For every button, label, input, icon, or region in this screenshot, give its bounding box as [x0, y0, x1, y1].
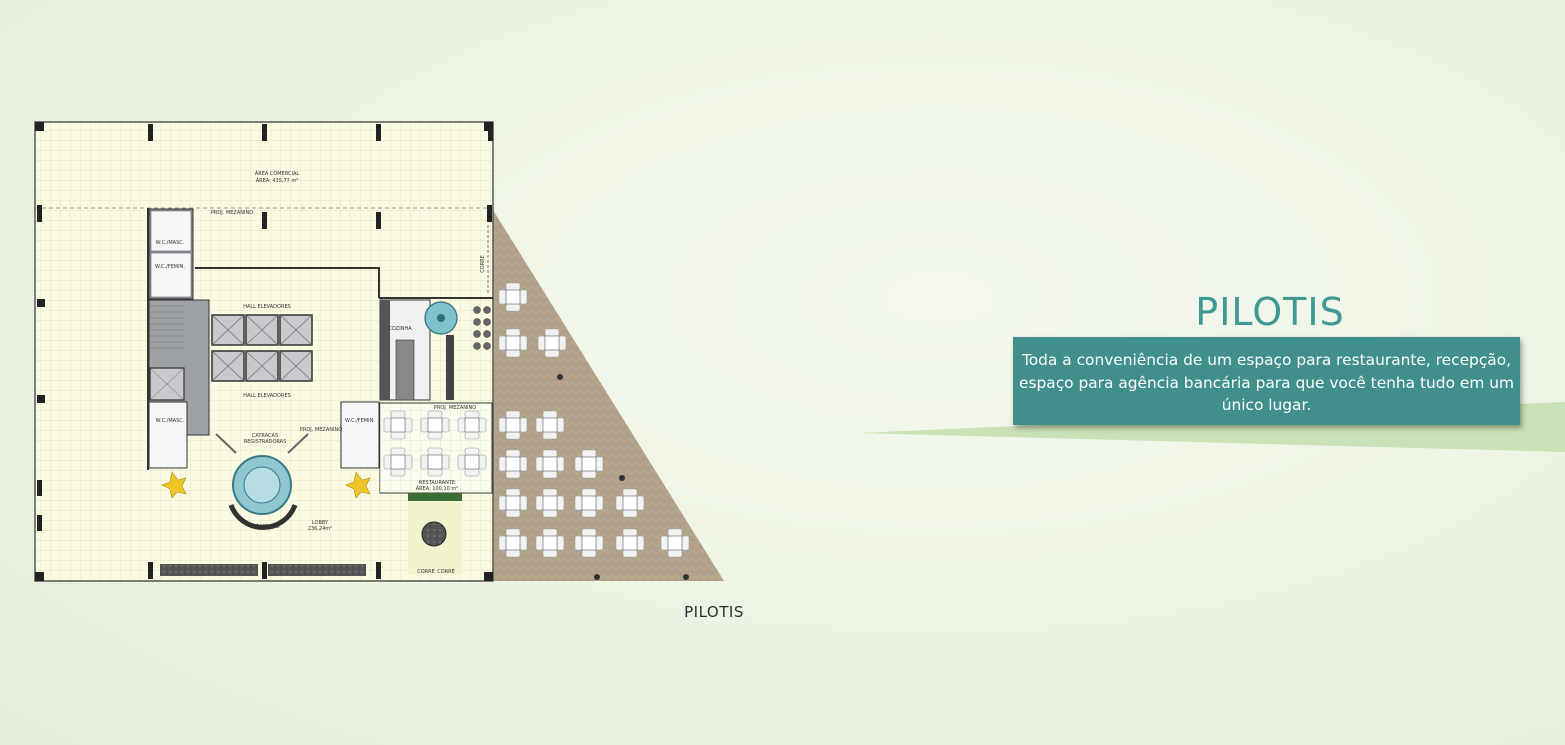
description-text: Toda a conveniência de um espaço para re… [1019, 351, 1514, 414]
label-hall-elevadores-top: HALL ELEVADORES [243, 304, 291, 310]
plan-caption: PILOTIS [684, 603, 744, 621]
description-box: Toda a conveniência de um espaço para re… [1013, 337, 1520, 425]
label-corre-2: CORRE [437, 569, 455, 575]
page-title: PILOTIS [1195, 290, 1345, 334]
label-area-comercial-value: ÁREA: 435,77 m² [256, 177, 299, 184]
label-corre-1: CORRE [417, 569, 435, 575]
label-hall-elevadores-bottom: HALL ELEVADORES [243, 393, 291, 399]
label-proj-mezanino-rest: PROJ. MEZANINO [434, 405, 476, 411]
label-proj-mezanino-lobby: PROJ. MEZANINO [300, 427, 342, 433]
label-restaurante: RESTAURANTE [419, 480, 455, 486]
label-lobby: LOBBY [312, 520, 329, 526]
label-proj-mezanino-top: PROJ. MEZANINO [211, 210, 253, 216]
label-cozinha: COZINHA [388, 326, 412, 332]
label-wc-masc-bottom: W.C./MASC. [156, 418, 185, 424]
label-wc-masc-top: W.C./MASC. [156, 240, 185, 246]
label-lobby-area: 236,24m² [308, 526, 332, 532]
label-catracas: CATRACAS [252, 433, 278, 439]
label-recepcao: RECEPÇÃO [252, 523, 279, 530]
label-registradoras: REGISTRADORAS [244, 439, 287, 445]
label-wc-femin-bottom: W.C./FEMIN. [345, 418, 375, 424]
label-corre-side: CORRE [480, 255, 486, 273]
terrace-area [493, 210, 724, 581]
label-wc-femin-top: W.C./FEMIN. [155, 264, 185, 270]
label-restaurante-area: ÁREA: 100,10 m² [416, 485, 459, 492]
label-area-comercial: ÁREA COMERCIAL [255, 170, 300, 177]
